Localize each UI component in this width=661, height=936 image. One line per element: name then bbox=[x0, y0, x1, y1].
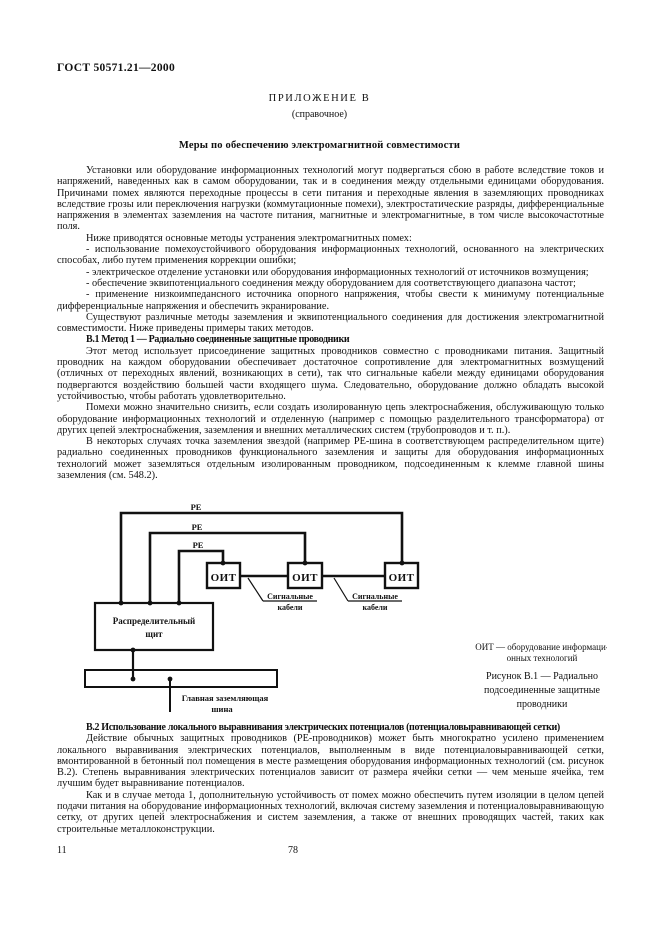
page-number-center: 78 bbox=[288, 845, 298, 856]
section-b2-paragraph: Действие обычных защитных проводников (Р… bbox=[57, 733, 604, 790]
page-number-left: 11 bbox=[57, 845, 67, 856]
section-b2-heading: В.2 Использование локального выравнивани… bbox=[86, 722, 560, 733]
appendix-note: (справочное) bbox=[291, 109, 348, 120]
pe-conductor-middle: PE bbox=[148, 522, 307, 603]
signal-cables-callout-1: Сигнальные кабели bbox=[247, 577, 317, 612]
pe-conductor-outer: PE bbox=[119, 502, 404, 603]
legend-text: ОИТ — оборудование информаци- bbox=[475, 642, 607, 652]
bullet-item: - электрическое отделение установки или … bbox=[86, 266, 589, 278]
oit-box-2: ОИТ bbox=[286, 561, 324, 590]
section-b1-paragraph: Помехи можно значительно снизить, если с… bbox=[57, 402, 604, 436]
figure-caption: Рисунок В.1 — Радиально подсоединенные з… bbox=[484, 671, 600, 710]
page-title: Меры по обеспечению электромагнитной сов… bbox=[178, 140, 461, 151]
main-earthing-bus-label: Главная заземляющая bbox=[182, 693, 269, 703]
distribution-board-label: Распределительный bbox=[113, 616, 195, 626]
signal-cables-callout-2: Сигнальные кабели bbox=[333, 577, 402, 612]
figure-legend: ОИТ — оборудование информаци- онных техн… bbox=[475, 642, 609, 663]
oit-box-label: ОИТ bbox=[292, 572, 318, 584]
oit-box-label: ОИТ bbox=[211, 572, 237, 584]
figure-caption-text: Рисунок В.1 — Радиально bbox=[486, 671, 598, 682]
intro-paragraph: Существуют различные методы заземления и… bbox=[57, 311, 604, 335]
appendix-label: ПРИЛОЖЕНИЕ В bbox=[268, 93, 371, 104]
signal-cables-label: кабели bbox=[277, 603, 302, 612]
main-earthing-bus-label: шина bbox=[211, 704, 233, 714]
junction-dots bbox=[118, 560, 405, 682]
oit-box-label: ОИТ bbox=[389, 572, 415, 584]
section-b1-heading: В.1 Метод 1 — Радиально соединенные защи… bbox=[86, 334, 350, 346]
section-b2-paragraph: Как и в случае метода 1, дополнительную … bbox=[57, 789, 604, 835]
document-number: ГОСТ 50571.21—2000 bbox=[57, 62, 175, 74]
section-b2-block: В.2 Использование локального выравнивани… bbox=[57, 722, 604, 835]
pe-label: PE bbox=[193, 540, 204, 550]
oit-box-1: ОИТ bbox=[205, 561, 242, 590]
signal-cables-label: Сигнальные bbox=[267, 592, 313, 601]
figure-b1-diagram: PE PE PE ОИТ ОИТ ОИТ bbox=[84, 502, 609, 714]
section-b1-paragraph: В некоторых случаях точка заземления зве… bbox=[57, 436, 604, 482]
figure-caption-text: проводники bbox=[517, 699, 568, 710]
figure-b1: PE PE PE ОИТ ОИТ ОИТ bbox=[57, 495, 609, 723]
signal-cables-label: кабели bbox=[362, 603, 387, 612]
main-earthing-bus: Главная заземляющая шина bbox=[84, 669, 278, 714]
signal-cables-label: Сигнальные bbox=[352, 592, 398, 601]
legend-text: онных технологий bbox=[507, 653, 578, 663]
pe-conductor-inner: PE bbox=[177, 540, 225, 603]
intro-paragraph: Установки или оборудование информационны… bbox=[57, 165, 604, 233]
main-text-block: Установки или оборудование информационны… bbox=[57, 165, 604, 481]
intro-paragraph: Ниже приводятся основные методы устранен… bbox=[86, 232, 412, 244]
bullet-item: - использование помехоустойчивого оборуд… bbox=[57, 244, 604, 267]
bullet-item: - применение низкоимпедансного источника… bbox=[57, 289, 604, 312]
pe-label: PE bbox=[192, 522, 203, 532]
pe-label: PE bbox=[191, 502, 202, 512]
section-b1-paragraph: Этот метод использует присоединение защи… bbox=[57, 345, 604, 402]
oit-box-3: ОИТ bbox=[383, 561, 420, 590]
figure-caption-text: подсоединенные защитные bbox=[484, 685, 600, 696]
bullet-item: - обеспечение эквипотенциального соедине… bbox=[86, 277, 576, 289]
distribution-board: Распределительный щит bbox=[93, 601, 215, 652]
distribution-board-label: щит bbox=[145, 629, 163, 639]
